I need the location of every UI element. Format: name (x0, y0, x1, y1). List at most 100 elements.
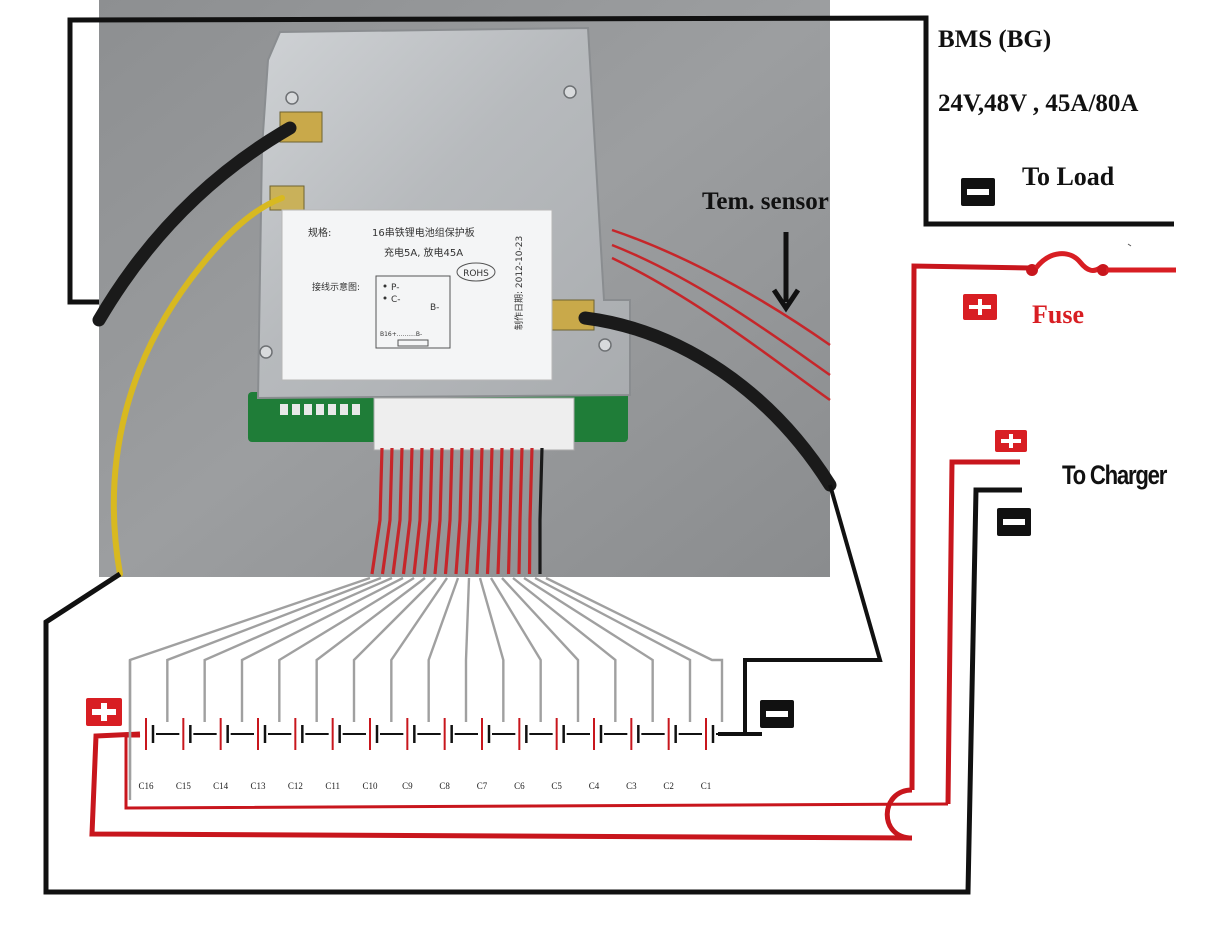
bms-title: BMS (BG) (938, 26, 1052, 53)
balance-wire (454, 447, 464, 575)
harness-wire (501, 577, 580, 722)
balance-wire (391, 447, 404, 575)
label-current: 充电5A, 放电45A (384, 246, 463, 259)
balance-wire (370, 447, 384, 575)
harness-wire (166, 576, 382, 722)
balance-wires (370, 447, 544, 575)
to-load-label: To Load (1022, 162, 1115, 191)
load-positive-wire (909, 263, 1031, 791)
load-negative-wire (67, 15, 1174, 305)
balance-wire (412, 447, 424, 575)
battery-cell (291, 718, 306, 750)
balance-wire (443, 447, 454, 575)
battery-cell (664, 718, 679, 750)
balance-wire (380, 447, 394, 575)
harness-wire (352, 577, 437, 722)
pack-positive-wire (89, 731, 913, 841)
cell-label: C3 (626, 781, 637, 791)
label-spec-value: 16串铁锂电池组保护板 (372, 226, 475, 239)
cell-label: C11 (325, 781, 340, 791)
battery-cell (142, 718, 156, 750)
harness-wire (128, 576, 371, 780)
balance-wire (506, 447, 514, 575)
balance-wire (517, 447, 524, 575)
balance-wire (433, 447, 444, 575)
cell-label: C6 (514, 781, 525, 791)
harness-wire (489, 577, 542, 722)
temp-sensor-label: Tem. sensor (702, 188, 829, 215)
battery-cell (179, 718, 194, 750)
battery-cell (590, 718, 604, 750)
battery-cell (216, 718, 231, 750)
temp-sensor-wire (611, 228, 831, 347)
harness-wire (534, 576, 692, 722)
cell-label: C2 (663, 781, 674, 791)
charger-positive-return (124, 734, 949, 810)
cell-label: C13 (250, 781, 266, 791)
balance-wire (475, 447, 484, 575)
to-charger-label: To Charger (1062, 460, 1167, 490)
rohs-badge (456, 262, 496, 282)
board-label (281, 209, 553, 381)
plus-terminal-icon (86, 698, 122, 726)
fuse-icon (1026, 251, 1109, 276)
battery-cell (552, 718, 567, 750)
battery-cell (515, 718, 530, 750)
c-minus-yellow-wire (110, 195, 285, 577)
harness-wire (523, 576, 654, 722)
charger-negative-wire (43, 487, 1022, 895)
label-p-minus: P- (391, 283, 399, 293)
cell-label: C1 (701, 781, 712, 791)
label-date: 制作日期: 2012-10-23 (513, 236, 525, 330)
balance-wire (538, 447, 544, 574)
minus-terminal-icon (760, 700, 794, 728)
label-b-minus: B- (430, 303, 439, 313)
cell-label: C14 (213, 781, 229, 791)
cell-label: C5 (551, 781, 562, 791)
battery-cell (254, 718, 268, 750)
harness-wire (315, 577, 426, 722)
rohs-text: ROHS (463, 269, 489, 279)
battery-cell (440, 718, 455, 750)
minus-terminal-icon (961, 178, 995, 206)
wire-junction (884, 787, 913, 841)
label-spec-key: 规格: (308, 226, 331, 239)
balance-wire (422, 447, 434, 575)
balance-wire (527, 447, 534, 575)
minus-terminal-icon (997, 508, 1031, 536)
cell-label: C8 (439, 781, 450, 791)
cell-label: C16 (138, 781, 154, 791)
cell-label: C7 (477, 781, 488, 791)
balance-wire (496, 447, 504, 575)
harness-wire (278, 576, 415, 722)
harness-wire (203, 576, 393, 722)
harness-wire (390, 577, 448, 722)
plus-terminal-icon (963, 294, 997, 320)
balance-wire (485, 447, 494, 575)
charger-positive-wire (945, 459, 1020, 805)
harness-wire (464, 577, 471, 722)
balance-connector (373, 397, 575, 451)
down-arrow-icon (771, 232, 801, 313)
harness-wire (512, 577, 617, 722)
harness-wire (478, 577, 505, 722)
battery-cell-string (142, 718, 718, 750)
cell-label: C15 (176, 781, 192, 791)
pack-negative-wire (718, 484, 883, 736)
harness-wire (427, 577, 460, 722)
harness-wire (545, 576, 724, 722)
balance-wire (401, 447, 414, 575)
label-wiring: 接线示意图: (312, 281, 360, 293)
harness-wire (240, 576, 404, 722)
cell-label: C4 (589, 781, 600, 791)
balance-harness (128, 576, 724, 800)
case-screws (259, 85, 612, 359)
wiring-schematic-box (375, 275, 451, 349)
battery-cell (478, 718, 492, 750)
battery-cell (366, 718, 380, 750)
bms-photo: 规格: 16串铁锂电池组保护板 充电5A, 放电45A ROHS 接线示意图: … (92, 0, 837, 577)
label-c-minus: C- (391, 295, 401, 305)
